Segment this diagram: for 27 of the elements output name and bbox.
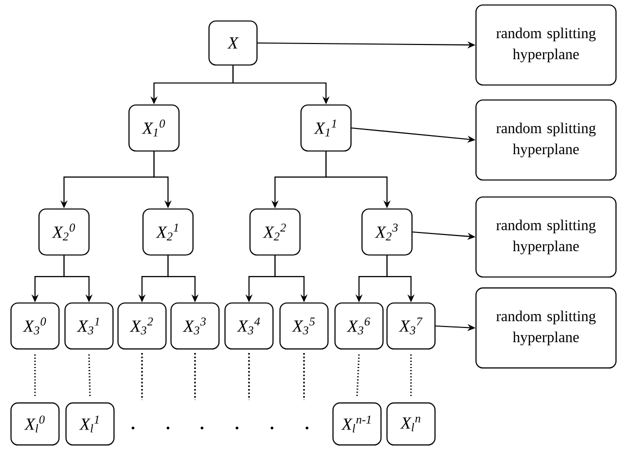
hyperplane-box: random splitting hyperplane [475,99,617,181]
node-box: X$_{3}$4 [224,302,274,350]
node-box: X$_{3}$2 [117,302,167,350]
node-box: X$_{2}$0 [38,208,90,256]
node-box: X$_{3}$3 [170,302,220,350]
connector [410,354,412,398]
node-box: X$_{l}$0 [10,402,60,446]
node-box: X$_{2}$1 [142,208,194,256]
node-box: X$_{3}$0 [10,302,60,350]
node-box: X$_{1}$0 [128,104,180,152]
node-box: X$_{1}$1 [300,104,352,152]
connector [356,354,360,398]
hyperplane-box: random splitting hyperplane [475,287,617,369]
node-box: X$_{2}$3 [361,208,413,256]
node-box: X$_{3}$6 [334,302,384,350]
connector [88,354,91,398]
node-box: X [208,20,258,66]
node-box: X$_{l}$1 [65,402,115,446]
node-box: X$_{3}$7 [386,302,436,350]
node-box: X$_{3}$5 [279,302,329,350]
hyperplane-box: random splitting hyperplane [475,196,617,278]
connector [34,354,36,398]
node-box: X$_{l}$n [386,402,436,446]
node-box: X$_{3}$1 [64,302,114,350]
hyperplane-box: random splitting hyperplane [475,4,617,86]
node-box: X$_{l}$n-1 [332,402,382,446]
node-box: X$_{2}$2 [249,208,301,256]
